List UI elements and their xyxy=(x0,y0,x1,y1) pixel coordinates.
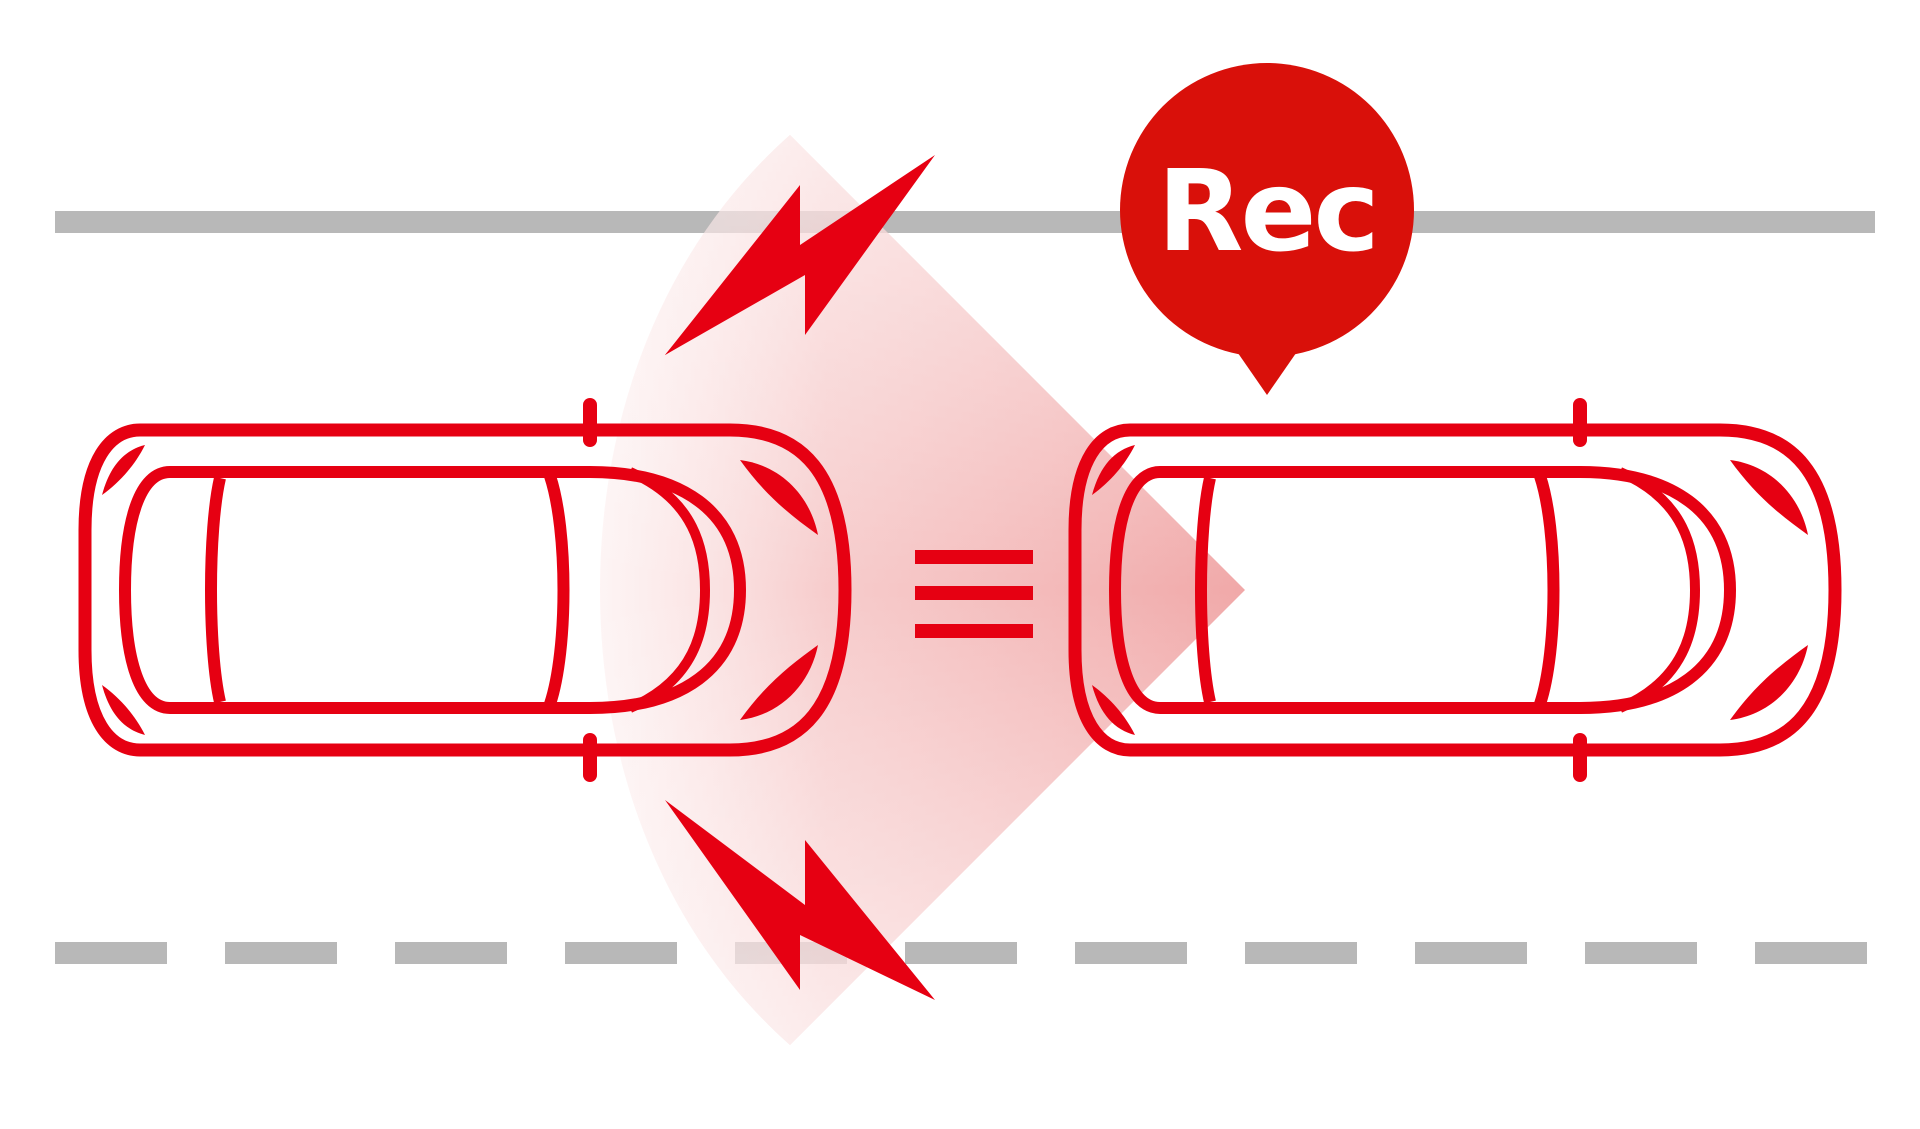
speech-bubble-icon xyxy=(1120,63,1414,395)
triple-bar-icon xyxy=(915,550,1033,638)
rec-label: Rec xyxy=(1157,147,1377,277)
lightning-bolt-lower-icon xyxy=(665,800,935,1000)
rec-badge: Rec xyxy=(1120,63,1414,395)
lightning-bolt-upper-icon xyxy=(665,155,935,355)
